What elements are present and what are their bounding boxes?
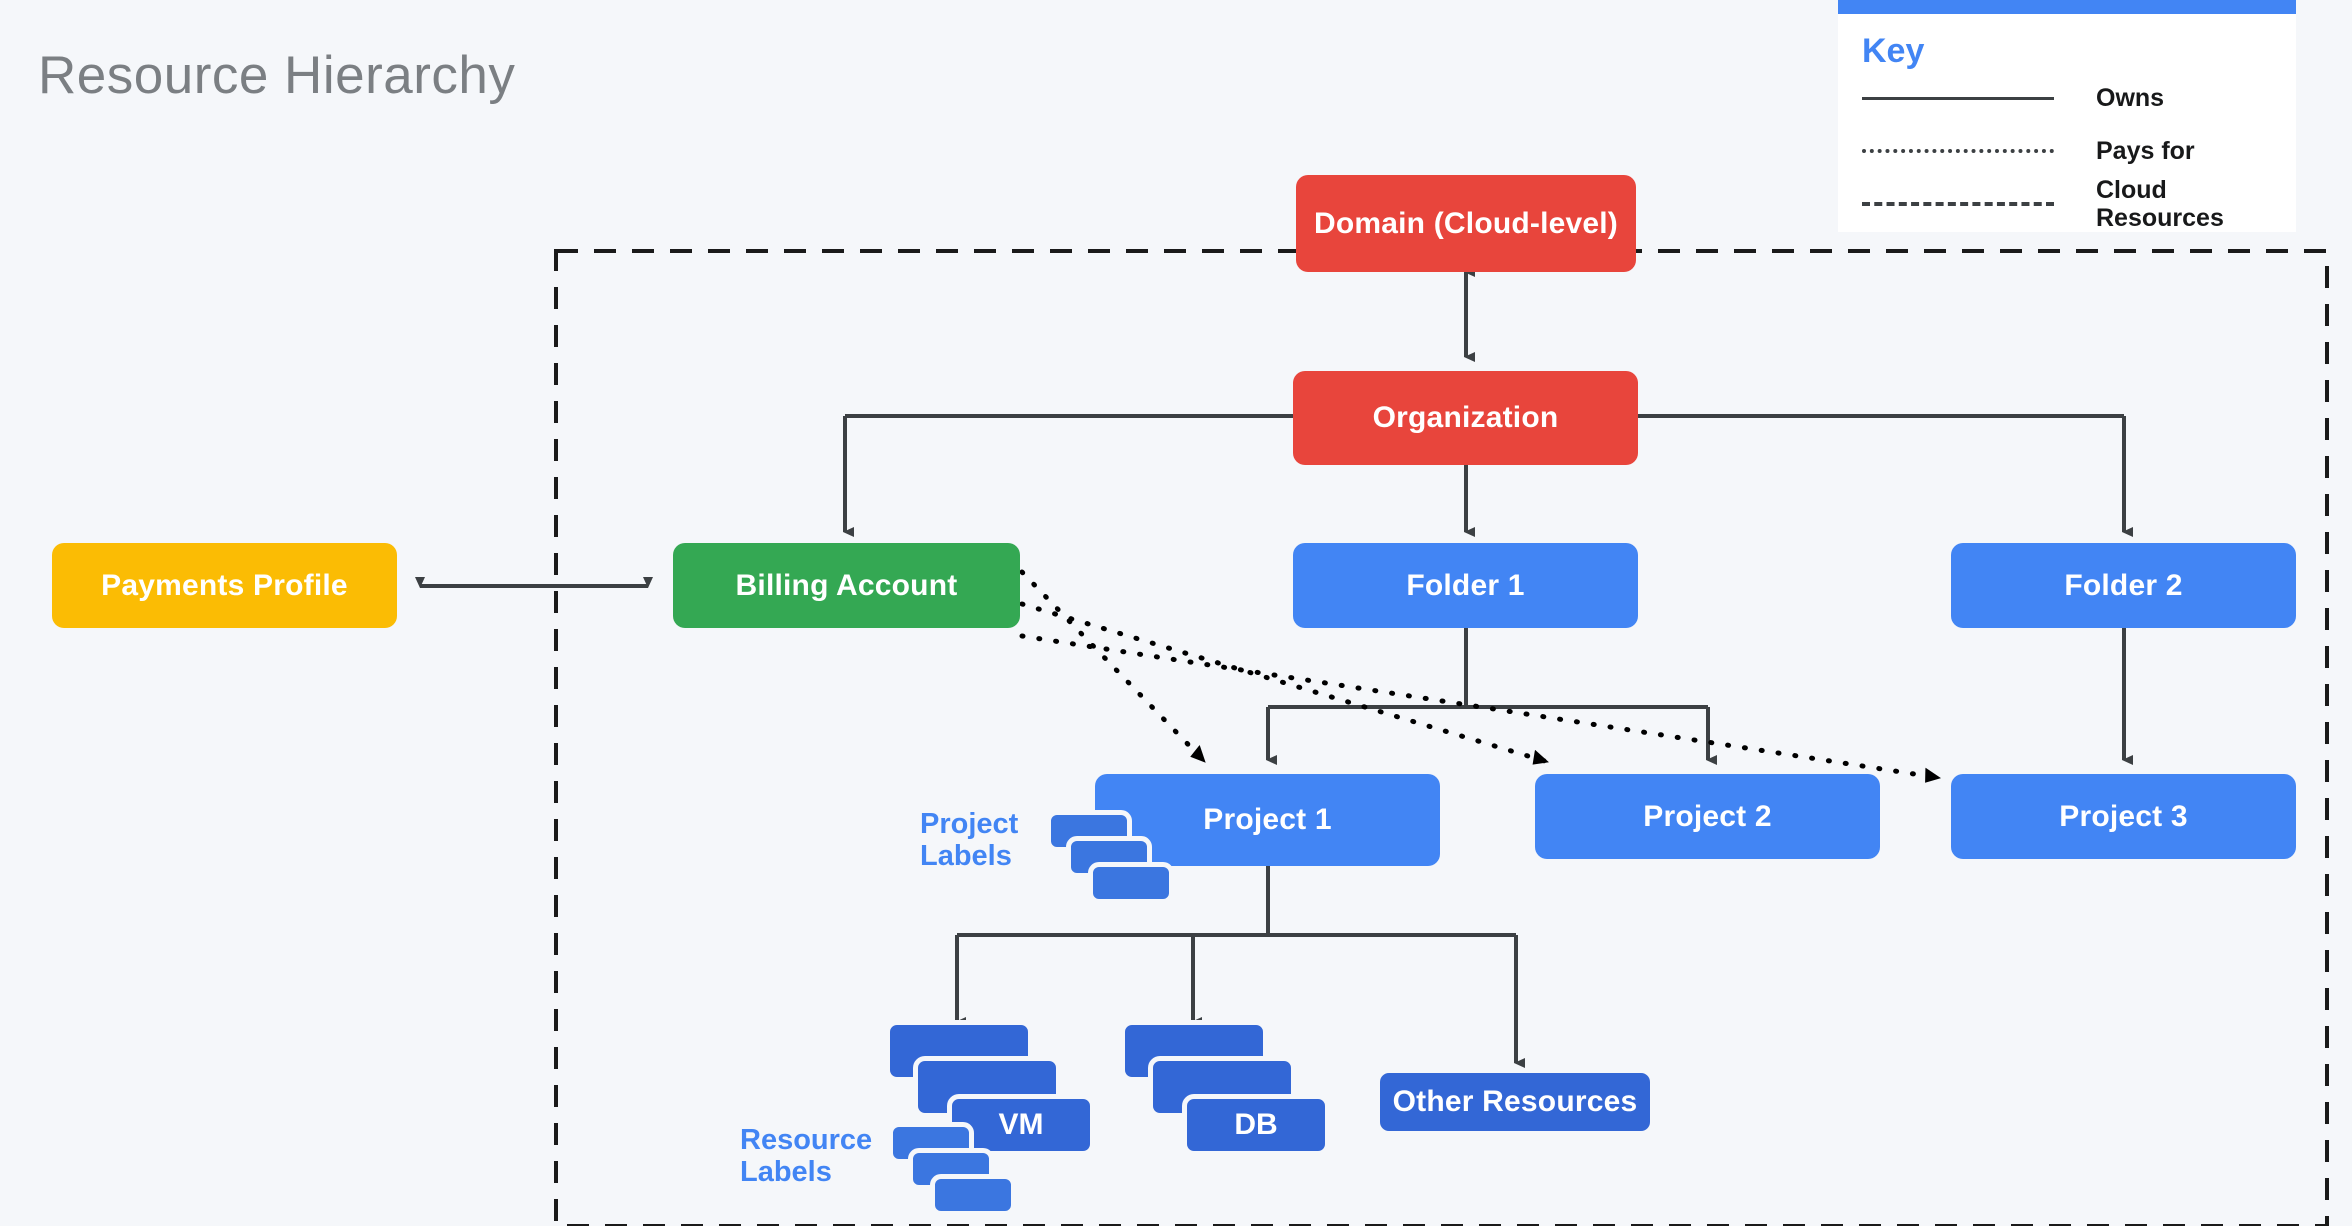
node-project-1-label: Project 1 xyxy=(1203,803,1332,836)
key-row-pays-for: Pays for xyxy=(1862,129,2282,173)
key-row-cloud-resources: Cloud Resources xyxy=(1862,176,2282,232)
node-domain-label: Domain (Cloud-level) xyxy=(1313,206,1618,240)
node-project-3-label: Project 3 xyxy=(2059,799,2188,833)
resource-label-chip-front xyxy=(930,1174,1016,1216)
node-payments-profile-label: Payments Profile xyxy=(101,568,348,602)
key-line-solid-icon xyxy=(1862,96,2054,100)
node-domain[interactable]: Domain (Cloud-level) xyxy=(1296,175,1636,272)
node-folder-2-label: Folder 2 xyxy=(2064,568,2183,602)
node-db-label: DB xyxy=(1234,1108,1278,1141)
key-row-owns: Owns xyxy=(1862,76,2282,120)
key-label-cloud-resources: Cloud Resources xyxy=(2096,176,2224,232)
key-line-dotted-icon xyxy=(1862,149,2054,153)
node-project-2[interactable]: Project 2 xyxy=(1535,774,1880,859)
edge-billing-pays-project1 xyxy=(1019,569,1208,765)
chip-group-project-labels[interactable] xyxy=(1046,810,1176,920)
node-folder-1-label: Folder 1 xyxy=(1406,568,1525,602)
node-project-3[interactable]: Project 3 xyxy=(1951,774,2296,859)
node-organization[interactable]: Organization xyxy=(1293,371,1638,465)
key-line-dashed-icon xyxy=(1862,202,2054,206)
page-title: Resource Hierarchy xyxy=(38,46,516,105)
chip-group-resource-labels[interactable] xyxy=(888,1122,1018,1226)
node-folder-1[interactable]: Folder 1 xyxy=(1293,543,1638,628)
node-organization-label: Organization xyxy=(1372,401,1559,434)
stack-db[interactable]: DB xyxy=(1120,1020,1450,1180)
stack-db-card-front: DB xyxy=(1182,1094,1330,1156)
key-legend: Key Owns Pays for Cloud Resources xyxy=(1838,0,2296,232)
node-folder-2[interactable]: Folder 2 xyxy=(1951,543,2296,628)
key-title: Key xyxy=(1862,32,1925,70)
edge-billing-pays-project3 xyxy=(1019,633,1943,783)
key-label-pays-for: Pays for xyxy=(2096,137,2195,165)
key-label-owns: Owns xyxy=(2096,84,2165,112)
project-label-chip-front xyxy=(1088,862,1174,904)
node-billing-account-label: Billing Account xyxy=(735,568,958,602)
node-payments-profile[interactable]: Payments Profile xyxy=(52,543,397,628)
node-billing-account[interactable]: Billing Account xyxy=(673,543,1020,628)
node-project-2-label: Project 2 xyxy=(1643,799,1772,833)
